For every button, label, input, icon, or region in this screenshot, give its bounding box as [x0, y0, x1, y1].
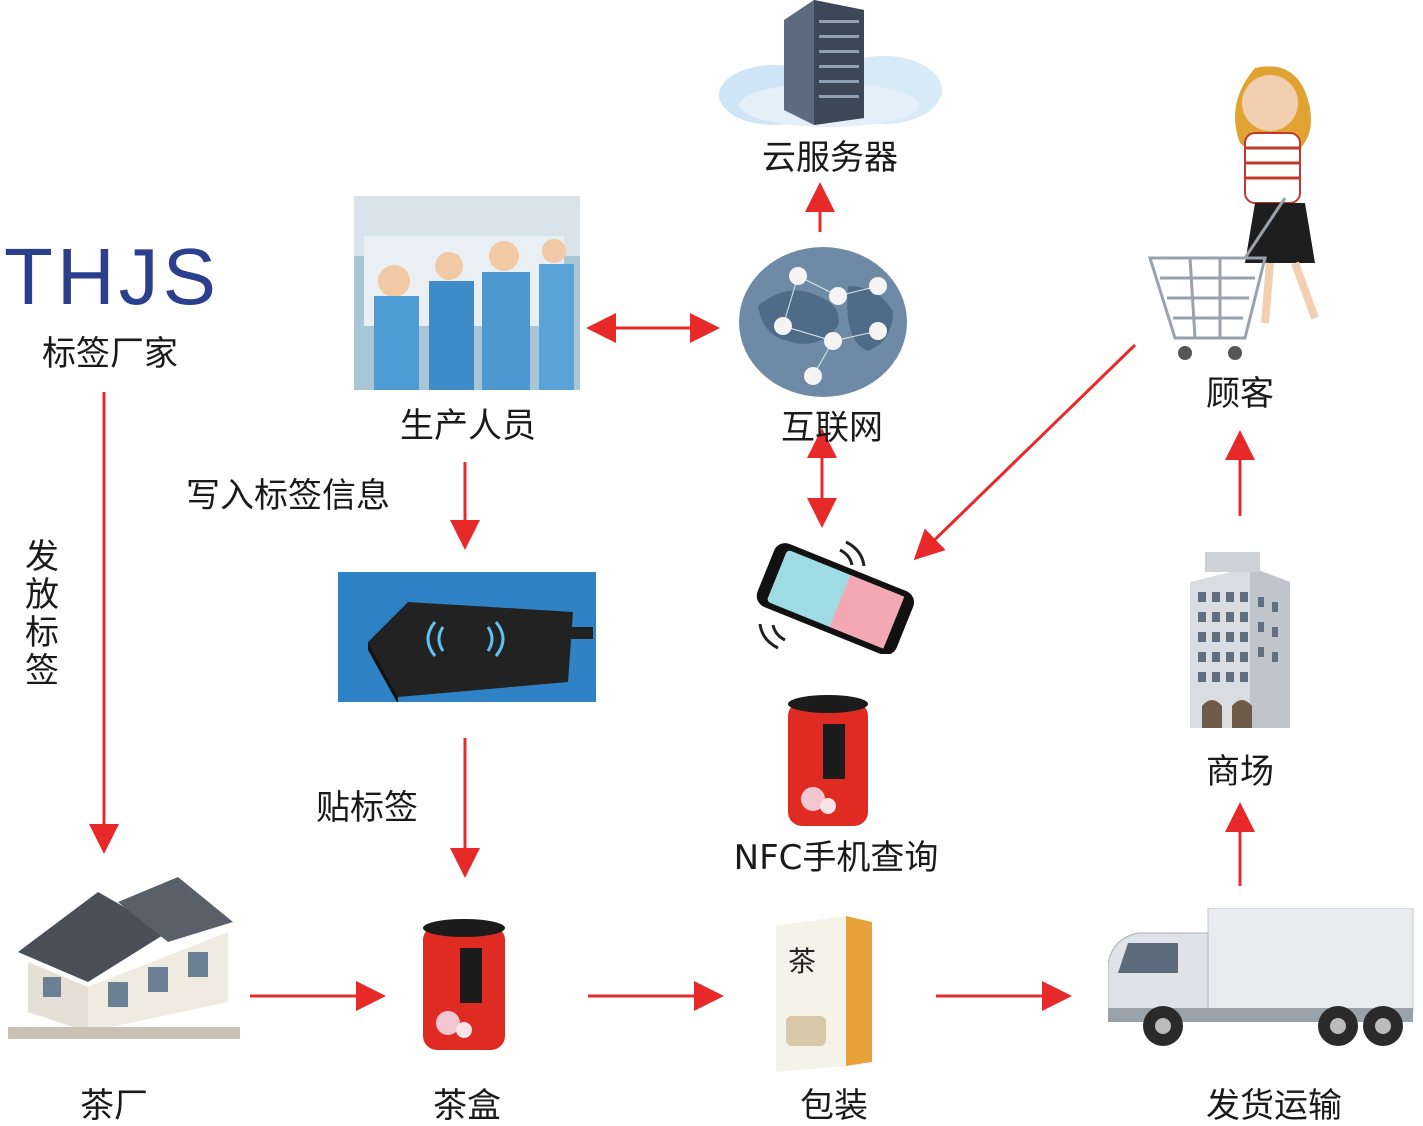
- svg-text:茶: 茶: [788, 945, 816, 978]
- arrow-customer-to-phone: [913, 343, 1137, 561]
- tea-factory-house-icon: [8, 877, 240, 1039]
- tag-manufacturer-label: 标签厂家: [42, 334, 178, 374]
- tea-factory-label: 茶厂: [80, 1086, 148, 1126]
- internet-label: 互联网: [781, 408, 883, 448]
- packaging-box-icon: 茶: [776, 916, 872, 1072]
- production-staff-label: 生产人员: [400, 406, 536, 446]
- tea-box-label: 茶盒: [433, 1086, 501, 1126]
- customer-shopping-icon: [1147, 66, 1319, 360]
- nfc-tea-can-icon: [788, 695, 868, 826]
- write-tag-info-label: 写入标签信息: [186, 476, 390, 516]
- nfc-query-label: NFC手机查询: [733, 838, 939, 878]
- shipping-label: 发货运输: [1206, 1086, 1342, 1126]
- mall-building-icon: [1190, 552, 1290, 728]
- cloud-server-icon: [719, 0, 942, 127]
- nfc-reader-device-icon: [338, 572, 596, 702]
- delivery-truck-icon: [1108, 908, 1414, 1046]
- packaging-label: 包装: [800, 1086, 868, 1126]
- mall-label: 商场: [1206, 752, 1274, 792]
- tea-box-can-icon: [423, 919, 505, 1050]
- globe-icon: [739, 247, 907, 397]
- production-staff-photo: [354, 196, 580, 390]
- customer-label: 顾客: [1206, 374, 1274, 414]
- smartphone-icon: [756, 540, 915, 654]
- brand-logo: THJS: [4, 232, 220, 321]
- apply-tag-label: 贴标签: [316, 788, 418, 828]
- cloud-server-label: 云服务器: [762, 138, 898, 178]
- issue-tags-label: 发放标签: [25, 537, 59, 691]
